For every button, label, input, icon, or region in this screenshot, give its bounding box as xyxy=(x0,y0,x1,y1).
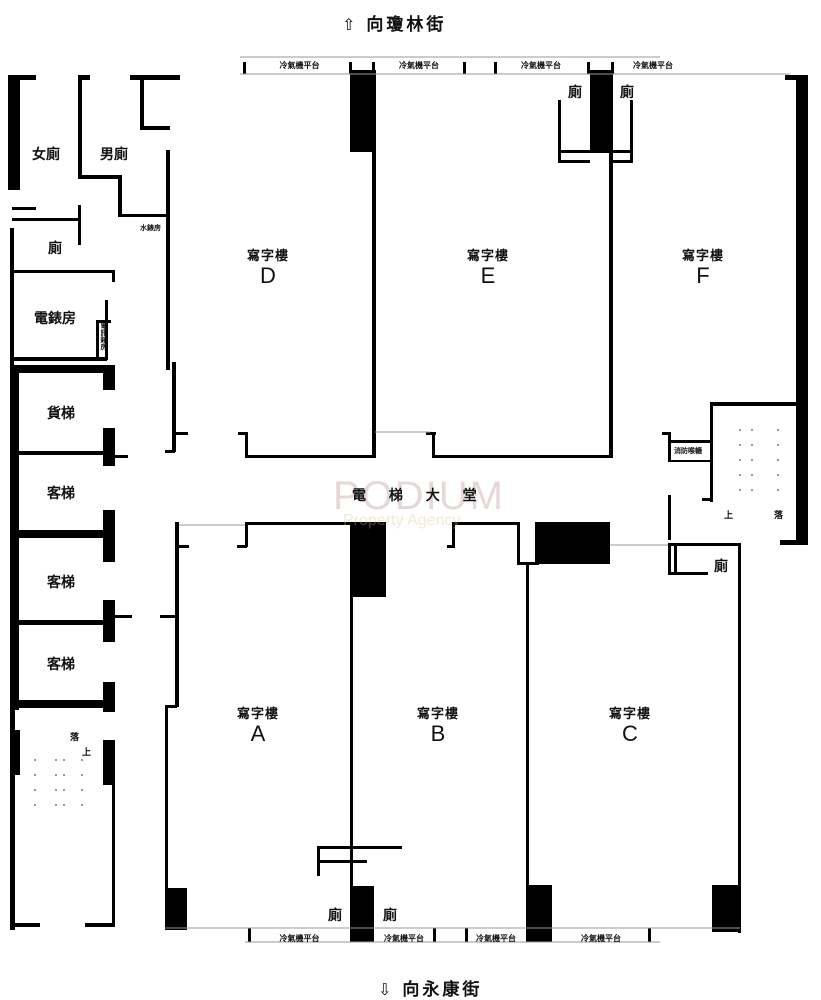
unit-e[interactable]: 寫字樓 E xyxy=(466,249,509,288)
ac-platform-label: 冷氣機平台 xyxy=(279,61,320,70)
electric-room-label: 電錶房 xyxy=(34,311,76,327)
ac-platform-label: 冷氣機平台 xyxy=(581,934,621,943)
passenger-elevator-2[interactable]: 客梯 xyxy=(47,575,75,591)
ac-platform-label: 冷氣機平台 xyxy=(384,934,424,943)
ac-platform-label: 冷氣機平台 xyxy=(521,61,561,70)
freight-elevator[interactable]: 貨梯 xyxy=(47,406,75,422)
unit-b-toilet-label: 廁 xyxy=(383,908,397,924)
common-toilet-label: 廁 xyxy=(714,559,728,575)
watermark-tagline: Property Agency xyxy=(343,512,461,529)
unit-f[interactable]: 寫字樓 F xyxy=(681,249,724,288)
unit-d[interactable]: 寫字樓 D xyxy=(246,249,289,288)
water-meter-room-label: 水錶房 xyxy=(140,224,161,232)
arrow-up-icon: ⇧ xyxy=(342,15,359,34)
north-street-label: ⇧向瓊林街 xyxy=(342,15,447,35)
female-toilet-label: 女廁 xyxy=(32,147,60,163)
fire-hose-label: 消防喉轆 xyxy=(674,447,702,455)
unit-f-toilet-label: 廁 xyxy=(620,85,634,101)
south-street-label: ⇩向永康街 xyxy=(378,980,483,1000)
telecom-room-label: 電訊錶房 xyxy=(100,322,108,350)
unit-b[interactable]: 寫字樓 B xyxy=(416,707,459,746)
passenger-elevator-1[interactable]: 客梯 xyxy=(47,486,75,502)
passenger-elevator-3[interactable]: 客梯 xyxy=(47,657,75,673)
unit-a[interactable]: 寫字樓 A xyxy=(236,707,279,746)
unit-c[interactable]: 寫字樓 C xyxy=(608,707,651,746)
elevator-lobby-label: 電 梯 大 堂 xyxy=(352,488,486,504)
watermark-brand: PODIUM xyxy=(333,474,505,518)
stairs-up-label: 上 xyxy=(724,511,734,521)
male-toilet-label: 男廁 xyxy=(100,147,128,163)
ac-platform-label: 冷氣機平台 xyxy=(633,61,673,70)
ac-platform-label: 冷氣機平台 xyxy=(279,934,320,943)
ac-platform-label: 冷氣機平台 xyxy=(399,61,439,70)
unit-a-toilet-label: 廁 xyxy=(328,908,342,924)
unit-e-toilet-label: 廁 xyxy=(568,85,582,101)
stairs-up-label-left: 上 xyxy=(82,748,92,758)
arrow-down-icon: ⇩ xyxy=(378,980,395,999)
ac-platform-label: 冷氣機平台 xyxy=(476,934,516,943)
stairs-down-label: 落 xyxy=(774,511,784,521)
small-toilet-label: 廁 xyxy=(48,241,62,257)
stairs-down-label-left: 落 xyxy=(70,733,80,743)
